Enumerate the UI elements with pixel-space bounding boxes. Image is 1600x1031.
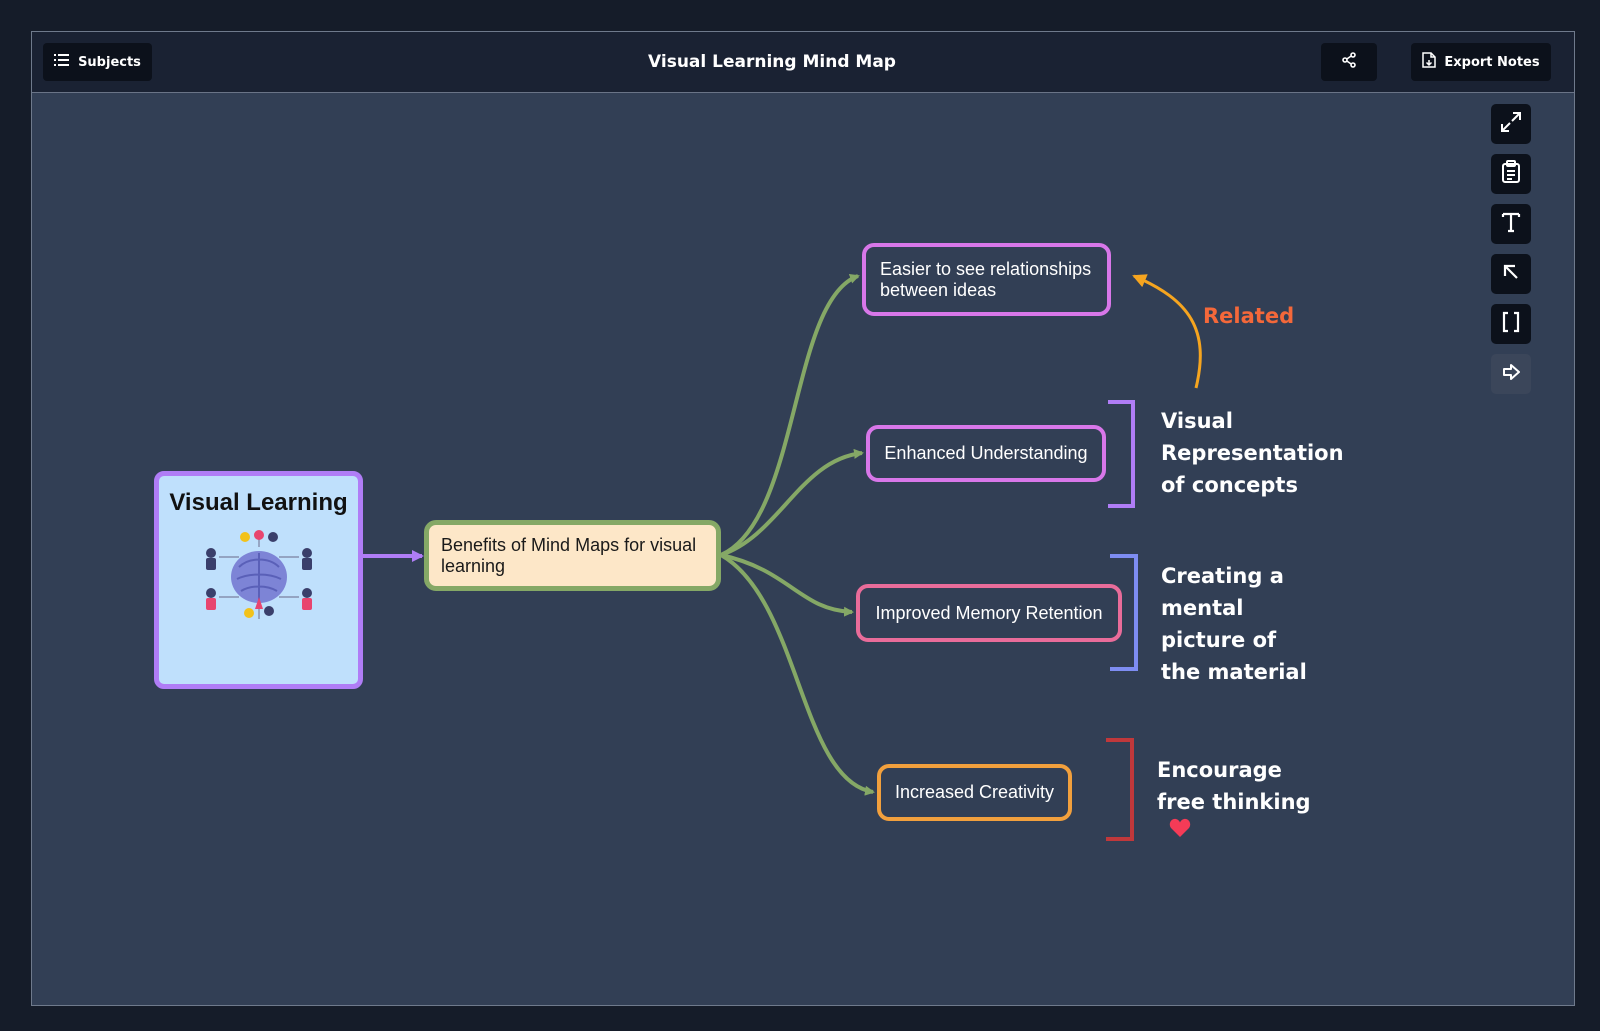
bracket-encourage xyxy=(1106,738,1134,841)
bracket-icon xyxy=(1502,311,1520,338)
related-arrow xyxy=(1132,274,1202,389)
file-export-icon xyxy=(1422,52,1437,72)
share-button[interactable] xyxy=(1321,43,1377,81)
arrow-tool-button[interactable] xyxy=(1491,254,1531,294)
top-bar: Subjects Visual Learning Mind Map Export… xyxy=(32,32,1574,93)
note-visual-representation[interactable]: Visual Representation of concepts xyxy=(1161,409,1344,497)
arrow-up-left-icon xyxy=(1502,263,1520,286)
link-understanding xyxy=(720,448,864,557)
link-memory xyxy=(720,553,854,617)
clipboard-icon xyxy=(1501,159,1521,189)
expand-icon xyxy=(1500,111,1522,138)
branch-node-memory[interactable]: Improved Memory Retention xyxy=(856,584,1122,642)
branch-node-relationships[interactable]: Easier to see relationships between idea… xyxy=(862,243,1111,316)
related-label[interactable]: Related xyxy=(1203,304,1295,328)
brain-illustration xyxy=(199,527,319,632)
branch-node-creativity[interactable]: Increased Creativity xyxy=(877,764,1072,821)
text-icon xyxy=(1501,211,1521,238)
root-node-title: Visual Learning xyxy=(169,489,348,516)
export-notes-button[interactable]: Export Notes xyxy=(1411,43,1551,81)
link-relationships xyxy=(720,273,860,557)
subjects-button[interactable]: Subjects xyxy=(43,43,152,81)
link-creativity xyxy=(720,553,875,796)
list-icon xyxy=(54,53,70,71)
note-mental-picture[interactable]: Creating a mental picture of the materia… xyxy=(1161,564,1307,684)
fullscreen-button[interactable] xyxy=(1491,104,1531,144)
bracket-creating xyxy=(1110,554,1138,671)
central-node-benefits[interactable]: Benefits of Mind Maps for visual learnin… xyxy=(424,520,721,591)
export-notes-label: Export Notes xyxy=(1444,54,1540,70)
page-title: Visual Learning Mind Map xyxy=(648,52,896,72)
branch-node-understanding[interactable]: Enhanced Understanding xyxy=(866,425,1106,482)
root-node-visual-learning[interactable]: Visual Learning xyxy=(154,471,363,689)
bracket-tool-button[interactable] xyxy=(1491,304,1531,344)
share-icon xyxy=(1341,52,1357,72)
next-button[interactable] xyxy=(1491,354,1531,394)
heart-icon xyxy=(1169,818,1191,843)
subjects-label: Subjects xyxy=(78,54,141,70)
notes-button[interactable] xyxy=(1491,154,1531,194)
note-free-thinking: Encourage free thinking xyxy=(1157,758,1311,814)
text-tool-button[interactable] xyxy=(1491,204,1531,244)
bracket-visual xyxy=(1108,400,1135,508)
note-free-thinking-group[interactable]: Encourage free thinking xyxy=(1157,754,1332,843)
arrow-right-icon xyxy=(1502,363,1520,385)
